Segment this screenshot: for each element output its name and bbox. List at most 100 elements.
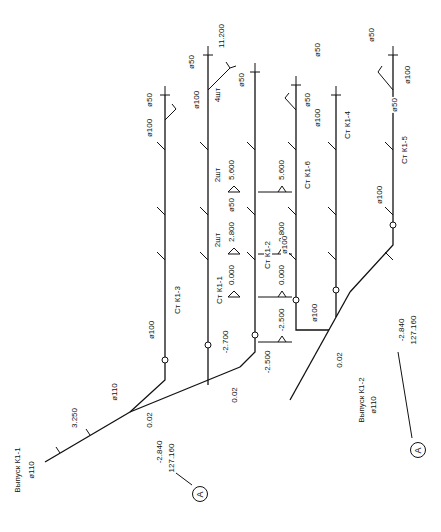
pipe-label: ø50 xyxy=(238,72,246,88)
branch-stub xyxy=(157,142,165,150)
branch-stub xyxy=(247,142,255,150)
pipe-label: Ст К1-6 xyxy=(304,160,312,190)
pipe-label: Ст К1-4 xyxy=(344,110,352,140)
branch-pipe xyxy=(378,66,393,90)
level-mark xyxy=(228,186,240,192)
branch-stub xyxy=(157,207,165,215)
level-mark xyxy=(228,291,240,297)
pipe-label: ø100 xyxy=(193,90,201,110)
pipe-label: ø50 xyxy=(304,92,312,108)
pipe-label: Ст К1-1 xyxy=(216,275,224,305)
cleanout xyxy=(252,332,258,338)
pipe-label: ø100 xyxy=(404,65,412,85)
pipe-label: Ст К1-2 xyxy=(264,240,272,270)
pipe-label: ø50 xyxy=(146,92,154,108)
branch-stub xyxy=(247,207,255,215)
pipe-label: 4шт xyxy=(214,87,222,104)
pipe-label: 0.02 xyxy=(336,351,344,369)
vent-cap xyxy=(388,46,398,55)
pipe-label: -2.840 xyxy=(156,440,164,465)
pipe-label: ø100 xyxy=(376,185,384,205)
riser-pipe xyxy=(130,95,165,412)
pipe-label: -2.840 xyxy=(398,318,406,343)
cleanouts xyxy=(162,222,396,363)
branch-pipe xyxy=(165,104,176,120)
branch-stub xyxy=(328,207,336,215)
branch-stub xyxy=(385,207,393,215)
pipe-label: 0.02 xyxy=(231,386,239,404)
cleanout xyxy=(162,357,168,363)
pipe-label: ø50 xyxy=(188,54,196,70)
pipe-label: ø110 xyxy=(111,382,119,402)
vent-cap xyxy=(203,46,213,55)
vent-cap xyxy=(291,76,301,85)
vent-cap xyxy=(160,86,170,95)
pipe-label: ø50 xyxy=(368,27,376,43)
riser-pipe xyxy=(350,55,393,292)
level-mark xyxy=(258,336,292,342)
outlet-pipe xyxy=(45,412,130,462)
pipe-label: ø100 xyxy=(314,108,322,128)
branch-stubs xyxy=(157,142,393,260)
cleanout xyxy=(205,342,211,348)
pipe-tick xyxy=(56,429,90,453)
pipe-label: Выпуск К1-1 xyxy=(14,446,22,493)
cleanout xyxy=(333,287,339,293)
branch-stub xyxy=(385,252,393,260)
pipe-label: Выпуск К1-2 xyxy=(358,376,366,423)
pipe-label: 0.02 xyxy=(146,411,154,429)
branch-stub xyxy=(328,252,336,260)
leader-line xyxy=(398,352,412,438)
riser-pipe xyxy=(207,55,208,385)
pipe-label: Ст К1-5 xyxy=(401,135,409,165)
pipe-label: 3.250 xyxy=(71,407,79,429)
branch-pipe xyxy=(285,93,296,110)
outlet-pipe xyxy=(290,292,350,400)
vent-cap xyxy=(331,86,341,95)
cleanout xyxy=(390,222,396,228)
marker-letter: А xyxy=(195,491,204,497)
pipe-label: ø110 xyxy=(370,395,378,415)
section-marker: А xyxy=(410,442,426,458)
vent-fittings xyxy=(56,46,412,485)
pipe-label: 11.200 xyxy=(218,23,226,49)
branch-stub xyxy=(328,142,336,150)
branch-stub xyxy=(157,252,165,260)
pipe-label: 0.000 xyxy=(228,264,236,286)
pipe-label: 2шт xyxy=(214,232,222,249)
vent-cap xyxy=(250,63,260,72)
pipe-label: -2.500 xyxy=(278,308,286,333)
level-mark xyxy=(258,291,292,297)
pipe-label: ø100 xyxy=(146,118,154,138)
level-mark xyxy=(258,186,292,192)
pipe-label: 2шт xyxy=(214,167,222,184)
branch-stub xyxy=(288,207,296,215)
riser-pipe xyxy=(335,95,336,317)
branch-stub xyxy=(288,252,296,260)
pipe-label: ø50 xyxy=(228,197,236,213)
pipe-label: ø50 xyxy=(391,97,399,113)
pipe-label: ø100 xyxy=(311,303,319,323)
branch-pipe xyxy=(208,62,236,90)
riser-pipe xyxy=(240,72,255,367)
pipe-label: -2.700 xyxy=(222,330,230,355)
branch-stub xyxy=(247,252,255,260)
pipe-label: ø110 xyxy=(28,460,36,480)
pipe-label: 2.800 xyxy=(228,221,236,243)
pipes xyxy=(45,55,393,462)
pipe-label: 127.160 xyxy=(410,315,418,346)
pipe-label: ø100 xyxy=(148,320,156,340)
pipe-label: ø100 xyxy=(281,235,289,255)
branch-stub xyxy=(200,207,208,215)
marker-letter: А xyxy=(413,447,422,453)
pipe-label: ø50 xyxy=(314,42,322,58)
pipe-label: -2.500 xyxy=(264,350,272,375)
branch-stub xyxy=(200,252,208,260)
branch-stub xyxy=(200,142,208,150)
pipe-label: 5.600 xyxy=(278,159,286,181)
pipe-label: Ст К1-3 xyxy=(174,285,182,315)
riser-pipe xyxy=(296,85,329,330)
branch-stub xyxy=(288,142,296,150)
pipe-label: 127.160 xyxy=(168,443,176,474)
